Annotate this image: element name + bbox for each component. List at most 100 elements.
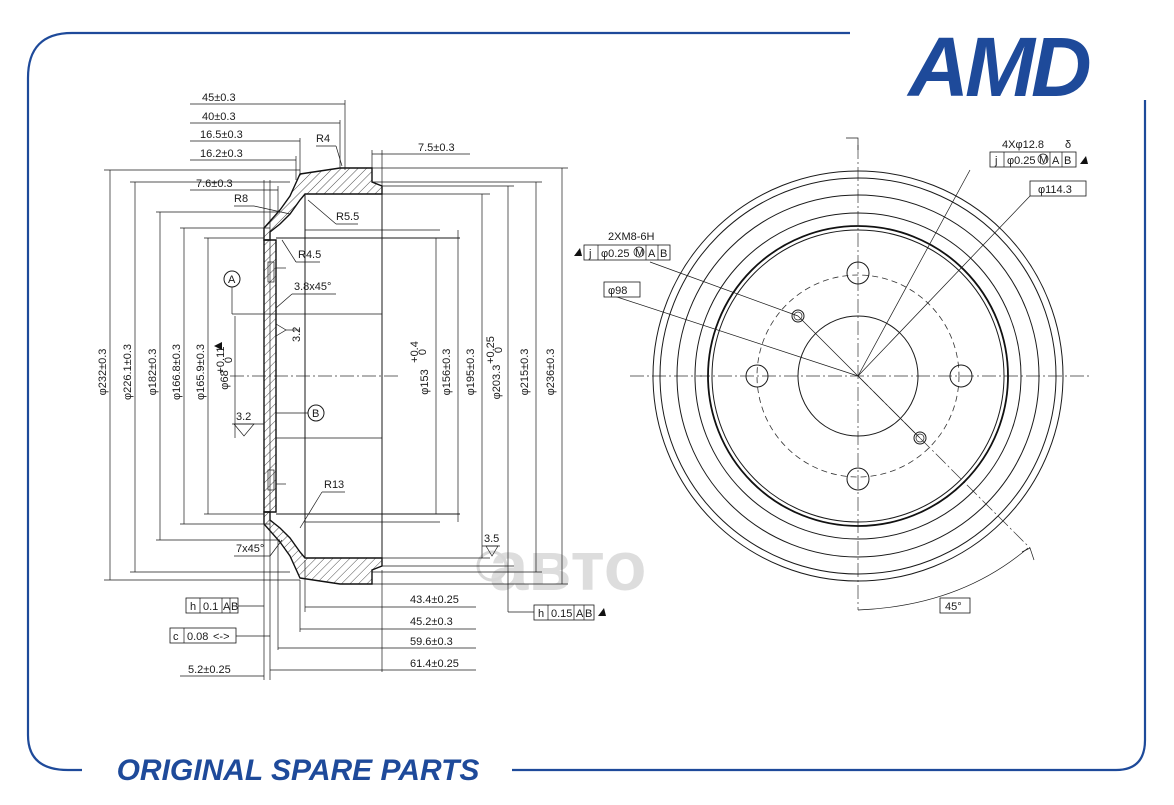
- svg-text:B: B: [231, 601, 238, 613]
- radius-r5-5: R5.5: [336, 211, 359, 223]
- svg-text:B: B: [1064, 155, 1071, 167]
- chamfer-top: 3.8x45°: [294, 281, 331, 293]
- dim-61-4: 61.4±0.25: [410, 658, 459, 670]
- chamfer-bottom: 7x45°: [236, 543, 264, 555]
- dim-40: 40±0.3: [202, 111, 236, 123]
- dim-45: 45±0.3: [202, 92, 236, 104]
- radius-r13: R13: [324, 479, 344, 491]
- svg-text:φ0.25: φ0.25: [1007, 155, 1036, 167]
- pcd-box: [1029, 180, 1087, 197]
- dia-203-tol-low: 0: [493, 347, 505, 353]
- radius-r4-5: R4.5: [298, 249, 321, 261]
- pcd-label: φ114.3: [1038, 184, 1072, 196]
- center-bore-label: φ98: [608, 285, 627, 297]
- dia-153-tol-low: 0: [417, 349, 429, 355]
- thread-hole-1: [791, 309, 805, 323]
- roughness-2: 3.2: [236, 411, 251, 423]
- svg-text:φ0.25: φ0.25: [601, 248, 630, 260]
- roughness-marks: 3.2 3.2 3.5: [232, 323, 500, 557]
- dia-215: φ215±0.3: [519, 349, 531, 396]
- svg-text:M: M: [635, 247, 644, 259]
- svg-text:A: A: [1052, 155, 1060, 167]
- front-view: 4Xφ12.8 δ j φ0.25 M A B φ114.3 2XM8-6H j…: [574, 137, 1090, 614]
- svg-text:j: j: [994, 155, 997, 167]
- drum-wall-bottom: [263, 511, 383, 585]
- dia-182: φ182±0.3: [147, 349, 159, 396]
- dia-195: φ195±0.3: [465, 349, 477, 396]
- dia-226: φ226.1±0.3: [122, 344, 134, 400]
- datum-triangle-icon: [574, 248, 582, 256]
- fcf-h-0-1: h 0.1 A B: [185, 597, 264, 614]
- roughness-1: 3.2: [291, 327, 303, 342]
- svg-text:A: A: [576, 608, 584, 620]
- bolt-holes-depth: δ: [1065, 139, 1071, 151]
- dim-7-6: 7.6±0.3: [196, 178, 233, 190]
- amd-logo: AMD: [906, 20, 1094, 114]
- watermark-text: авто: [489, 527, 646, 605]
- bolt-hole-left: [745, 364, 769, 388]
- dia-232: φ232±0.3: [97, 349, 109, 396]
- bolt-hole-top: [846, 261, 870, 285]
- svg-text:<->: <->: [213, 631, 230, 643]
- svg-text:A: A: [648, 248, 656, 260]
- svg-text:c: c: [173, 631, 179, 643]
- drum-wall-top: [263, 167, 383, 241]
- dia-156: φ156±0.3: [441, 349, 453, 396]
- radius-r4: R4: [316, 133, 330, 145]
- thread-label: 2XM8-6H: [608, 231, 655, 243]
- fcf-c-0-08: c 0.08 <->: [169, 627, 270, 644]
- dim-5-2: 5.2±0.25: [188, 664, 231, 676]
- fcf-j-bolt: j φ0.25 M A B: [989, 151, 1088, 168]
- dia-165-9: φ165.9±0.3: [195, 344, 207, 400]
- svg-text:h: h: [190, 601, 196, 613]
- svg-text:A: A: [223, 601, 231, 613]
- svg-text:B: B: [585, 608, 592, 620]
- datum-triangle-icon: [598, 608, 606, 616]
- angle-label: 45°: [945, 601, 962, 613]
- thread-hole-2: [913, 431, 927, 445]
- top-dimension-stack: 45±0.3 40±0.3 16.5±0.3 16.2±0.3 7.6±0.3 …: [190, 92, 470, 680]
- svg-text:j: j: [588, 248, 591, 260]
- dim-43-4: 43.4±0.25: [410, 594, 459, 606]
- datum-b: B: [312, 408, 319, 420]
- dia-203-tol: +0.25: [485, 336, 497, 364]
- datum-a: A: [228, 274, 236, 286]
- dim-59-6: 59.6±0.3: [410, 636, 453, 648]
- right-diameter-dims: φ153 +0.4 0 φ156±0.3 φ195±0.3 φ203.3 +0.…: [372, 167, 568, 585]
- dia-203-3: φ203.3: [491, 365, 503, 400]
- bolt-hole-bottom: [846, 467, 870, 491]
- svg-text:h: h: [538, 608, 544, 620]
- dia-236: φ236±0.3: [545, 349, 557, 396]
- left-diameter-dims: φ232±0.3 φ226.1±0.3 φ182±0.3 φ166.8±0.3 …: [97, 169, 300, 581]
- dim-16-2: 16.2±0.3: [200, 148, 243, 160]
- sheet-frame: [26, 31, 1147, 772]
- svg-text:0.15: 0.15: [551, 608, 572, 620]
- radius-r8: R8: [234, 193, 248, 205]
- dia-153: φ153: [419, 369, 431, 395]
- roughness-3: 3.5: [484, 533, 499, 545]
- fcf-h-0-15: h 0.15 A B: [507, 566, 606, 621]
- datum-triangle-icon: [1080, 156, 1088, 164]
- logo-text: AMD: [906, 20, 1090, 114]
- dim-45-2: 45.2±0.3: [410, 616, 453, 628]
- svg-text:0.1: 0.1: [203, 601, 218, 613]
- center-bore-box: [603, 281, 641, 298]
- dim-7-5: 7.5±0.3: [418, 142, 455, 154]
- bolt-hole-right: [949, 364, 973, 388]
- svg-text:0.08: 0.08: [187, 631, 208, 643]
- bottom-dimension-stack: 43.4±0.25 45.2±0.3 59.6±0.3 61.4±0.25 5.…: [180, 540, 476, 677]
- dim-16-5: 16.5±0.3: [200, 129, 243, 141]
- radius-labels: R4 R8 R5.5 R4.5 R13 3.8x45° 7x45°: [234, 133, 359, 557]
- svg-text:M: M: [1039, 154, 1048, 166]
- dia-68-tol-low: 0: [223, 357, 235, 363]
- dia-166-8: φ166.8±0.3: [171, 344, 183, 400]
- dia-68-tol: +0.11: [215, 346, 227, 373]
- dia-153-tol: +0.4: [409, 341, 421, 363]
- datum-triangle-icon: [214, 342, 222, 350]
- svg-text:B: B: [660, 248, 667, 260]
- bolt-holes-label: 4Xφ12.8: [1002, 139, 1044, 151]
- dia-68: φ68: [219, 370, 231, 389]
- side-section-view: 45±0.3 40±0.3 16.5±0.3 16.2±0.3 7.6±0.3 …: [97, 92, 606, 680]
